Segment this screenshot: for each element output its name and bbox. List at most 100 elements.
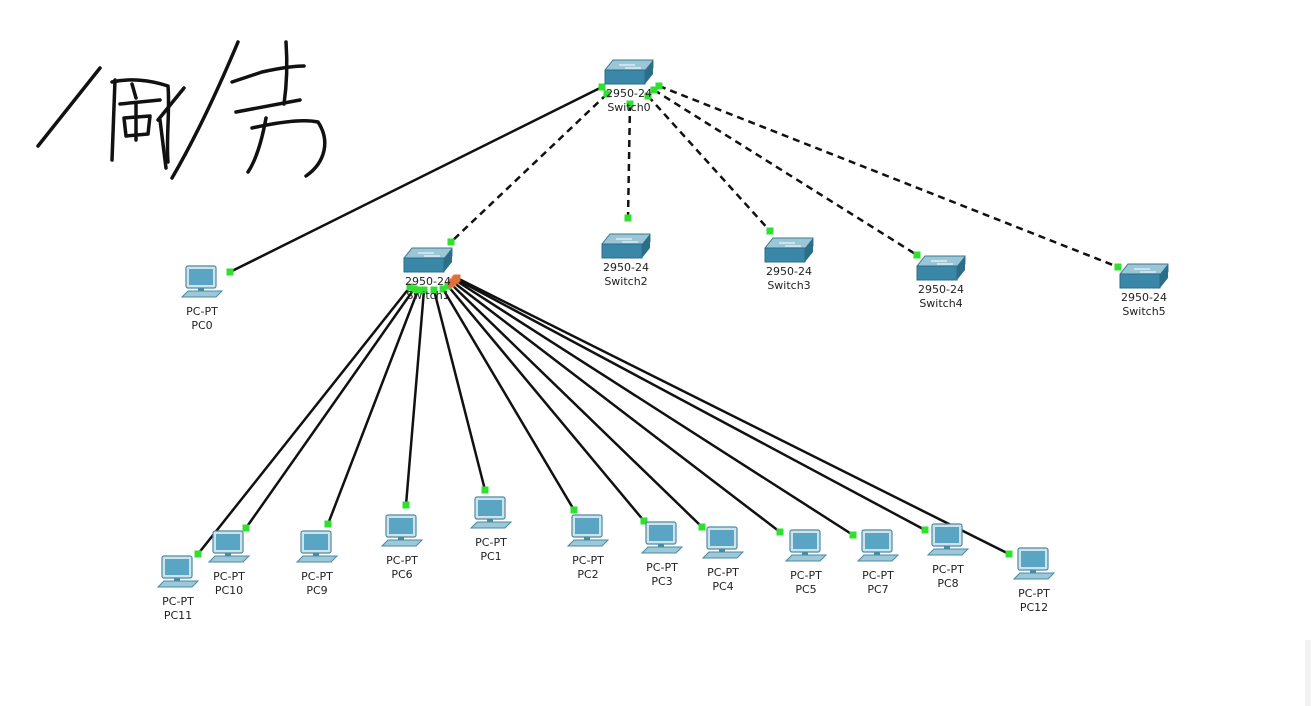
device-model-label: PC-PT xyxy=(790,569,822,582)
device-model-label: PC-PT xyxy=(862,569,894,582)
switch-arrows-icon xyxy=(418,252,440,257)
pc-stand-icon xyxy=(174,578,180,581)
device-model-label: PC-PT xyxy=(932,563,964,576)
switch-icon-side xyxy=(957,256,965,280)
device-model-label: PC-PT xyxy=(162,595,194,608)
workspace-edge xyxy=(1305,640,1311,706)
ports-layer xyxy=(194,82,1122,558)
switch-icon-front xyxy=(604,69,646,85)
devices-layer: 2950-24Switch02950-24Switch12950-24Switc… xyxy=(156,59,1169,622)
pc-keyboard-icon xyxy=(295,555,339,563)
pc-screen-icon xyxy=(165,559,189,575)
pc-stand-icon xyxy=(658,544,664,547)
link-status-light xyxy=(453,274,461,282)
device-model-label: 2950-24 xyxy=(606,87,652,100)
link-status-light xyxy=(1005,550,1013,558)
device-name-label: Switch3 xyxy=(767,279,810,292)
device-name-label: PC6 xyxy=(391,568,412,581)
switch-arrows-icon xyxy=(779,242,801,247)
link-status-light xyxy=(324,520,332,528)
device-name-label: PC11 xyxy=(164,609,192,622)
device-model-label: 2950-24 xyxy=(1121,291,1167,304)
link-sw1-pc4[interactable] xyxy=(450,283,703,528)
switch-arrows-icon xyxy=(1134,268,1156,273)
switch-icon-side xyxy=(642,234,650,258)
switch-arrows-icon xyxy=(931,260,953,265)
switch-arrows-icon xyxy=(619,64,641,69)
link-sw1-pc11[interactable] xyxy=(197,286,411,555)
device-name-label: PC0 xyxy=(191,319,212,332)
pc-keyboard-icon xyxy=(469,521,513,529)
pc-screen-icon xyxy=(389,518,413,534)
switch-icon-side xyxy=(444,248,452,272)
device-name-label: PC2 xyxy=(577,568,598,581)
device-model-label: PC-PT xyxy=(186,305,218,318)
link-sw0-sw2[interactable] xyxy=(626,103,632,219)
pc-stand-icon xyxy=(802,552,808,555)
pc-stand-icon xyxy=(398,537,404,540)
device-name-label: Switch0 xyxy=(607,101,650,114)
link-sw1-pc12[interactable] xyxy=(456,276,1010,556)
switch-icon-front xyxy=(764,247,806,263)
link-status-light xyxy=(603,90,611,98)
switch-arrows-icon xyxy=(616,238,638,243)
link-sw1-pc1[interactable] xyxy=(432,289,487,491)
link-sw1-pc7[interactable] xyxy=(454,278,854,537)
link-sw1-pc3[interactable] xyxy=(447,285,645,522)
pc-stand-icon xyxy=(225,553,231,556)
device-name-label: PC5 xyxy=(795,583,816,596)
device-model-label: PC-PT xyxy=(213,570,245,583)
link-sw1-pc2[interactable] xyxy=(441,288,576,511)
link-status-light xyxy=(640,517,648,525)
pc-stand-icon xyxy=(198,288,204,291)
pc-keyboard-icon xyxy=(566,539,610,547)
link-sw0-sw5[interactable] xyxy=(658,84,1119,269)
device-name-label: PC4 xyxy=(712,580,733,593)
link-sw1-pc5[interactable] xyxy=(452,281,781,533)
link-sw1-pc10[interactable] xyxy=(244,288,416,529)
device-name-label: Switch4 xyxy=(919,297,962,310)
link-sw0-sw1[interactable] xyxy=(450,93,608,243)
link-sw1-pc6[interactable] xyxy=(404,289,426,506)
link-status-light xyxy=(766,227,774,235)
link-sw0-sw4[interactable] xyxy=(653,88,918,257)
device-name-label: PC1 xyxy=(480,550,501,563)
pc-stand-icon xyxy=(719,549,725,552)
link-status-light xyxy=(921,526,929,534)
link-status-light xyxy=(481,486,489,494)
switch-icon-front xyxy=(916,265,958,281)
pc-stand-icon xyxy=(944,546,950,549)
device-model-label: 2950-24 xyxy=(603,261,649,274)
link-status-light xyxy=(439,285,447,293)
pc-keyboard-icon xyxy=(640,546,684,554)
link-sw1-pc9[interactable] xyxy=(326,289,420,525)
device-model-label: PC-PT xyxy=(707,566,739,579)
link-status-light xyxy=(194,550,202,558)
pc-keyboard-icon xyxy=(701,551,745,559)
link-sw0-pc0[interactable] xyxy=(229,85,603,274)
link-sw1-pc8[interactable] xyxy=(455,277,926,532)
link-sw0-sw3[interactable] xyxy=(647,95,771,232)
pc-screen-icon xyxy=(649,525,673,541)
